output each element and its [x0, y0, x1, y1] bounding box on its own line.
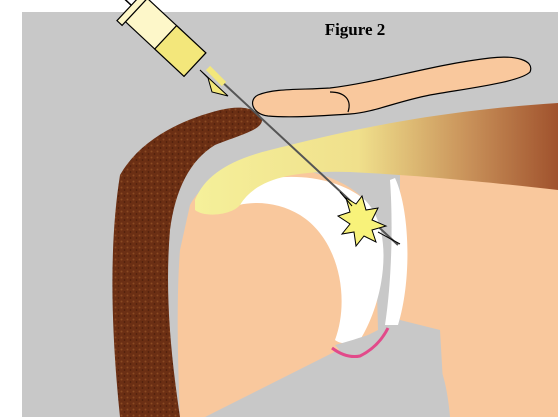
syringe-plunger-rod — [111, 0, 131, 5]
figure-title: Figure 2 — [290, 20, 420, 40]
